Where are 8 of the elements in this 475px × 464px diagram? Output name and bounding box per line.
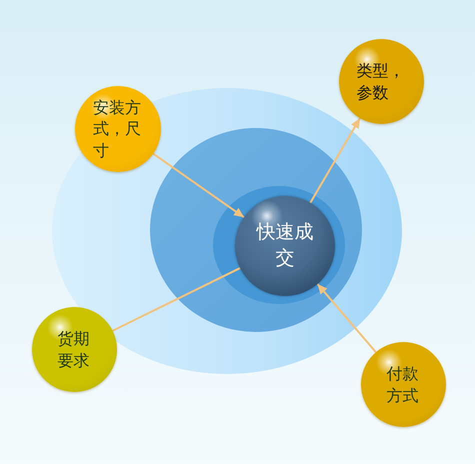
node-label: 付款方式 — [386, 362, 420, 406]
arrow — [316, 283, 377, 353]
arrow — [309, 118, 361, 204]
node-label: 安装方式，尺寸 — [93, 96, 142, 162]
connector-line — [112, 267, 241, 332]
node-label: 货期要求 — [58, 328, 91, 372]
node-label: 类型，参数 — [356, 60, 406, 104]
node-label: 快速成交 — [256, 220, 314, 271]
